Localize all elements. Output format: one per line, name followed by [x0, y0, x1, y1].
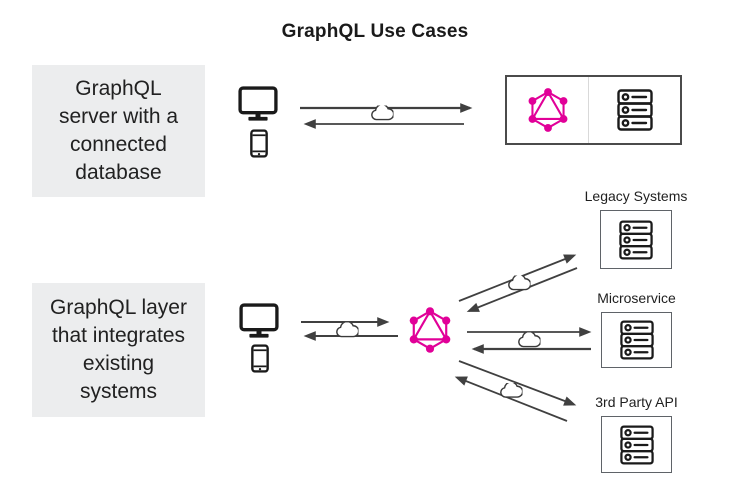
smartphone-icon: [250, 129, 268, 158]
server-icon: [619, 220, 653, 260]
target-box: [601, 312, 672, 368]
use-case-1-label: GraphQL server with a connected database: [32, 65, 205, 197]
arrow-legacy-response: [466, 267, 578, 312]
use-case-2-label: GraphQL layer that integrates existing s…: [32, 283, 205, 417]
graphql-server-cell: [507, 77, 588, 143]
arrow-legacy-request: [458, 254, 577, 302]
label-line: database: [75, 161, 162, 184]
cloud-icon: [371, 105, 394, 121]
cloud-icon: [336, 322, 359, 338]
use-case-1-label-text: GraphQL server with a connected database: [59, 75, 178, 187]
desktop-icon: [239, 303, 279, 338]
target-box: [601, 416, 672, 473]
graphql-server-database-box: [505, 75, 682, 145]
label-line: connected: [70, 133, 167, 156]
label-line: that integrates: [51, 324, 186, 347]
page-title: GraphQL Use Cases: [281, 21, 469, 42]
database-cell: [589, 77, 680, 143]
use-case-2-label-text: GraphQL layer that integrates existing s…: [50, 294, 187, 406]
graphql-logo-icon: [406, 306, 454, 354]
target-3rd-party-api: 3rd Party API: [595, 394, 678, 473]
cloud-icon: [508, 275, 531, 291]
target-label: Legacy Systems: [584, 188, 688, 204]
desktop-icon: [238, 86, 278, 121]
server-icon: [620, 425, 654, 465]
cloud-icon: [500, 383, 523, 398]
smartphone-icon: [251, 344, 269, 373]
cloud-icon: [518, 332, 541, 348]
label-line: systems: [79, 380, 157, 403]
target-microservice: Microservice: [597, 290, 676, 368]
arrow-3rdparty-response: [454, 376, 568, 422]
label-line: existing: [82, 352, 155, 375]
target-label: 3rd Party API: [595, 394, 678, 410]
target-label: Microservice: [597, 290, 676, 306]
label-line: GraphQL: [75, 77, 162, 100]
label-line: GraphQL layer: [50, 296, 187, 319]
divider: [588, 77, 589, 143]
target-legacy-systems: Legacy Systems: [585, 188, 687, 269]
label-line: server with a: [58, 105, 179, 128]
server-icon: [620, 320, 654, 360]
arrow-3rdparty-request: [458, 360, 577, 406]
database-server-icon: [617, 89, 653, 131]
target-box: [600, 210, 672, 269]
graphql-logo-icon: [525, 87, 571, 133]
